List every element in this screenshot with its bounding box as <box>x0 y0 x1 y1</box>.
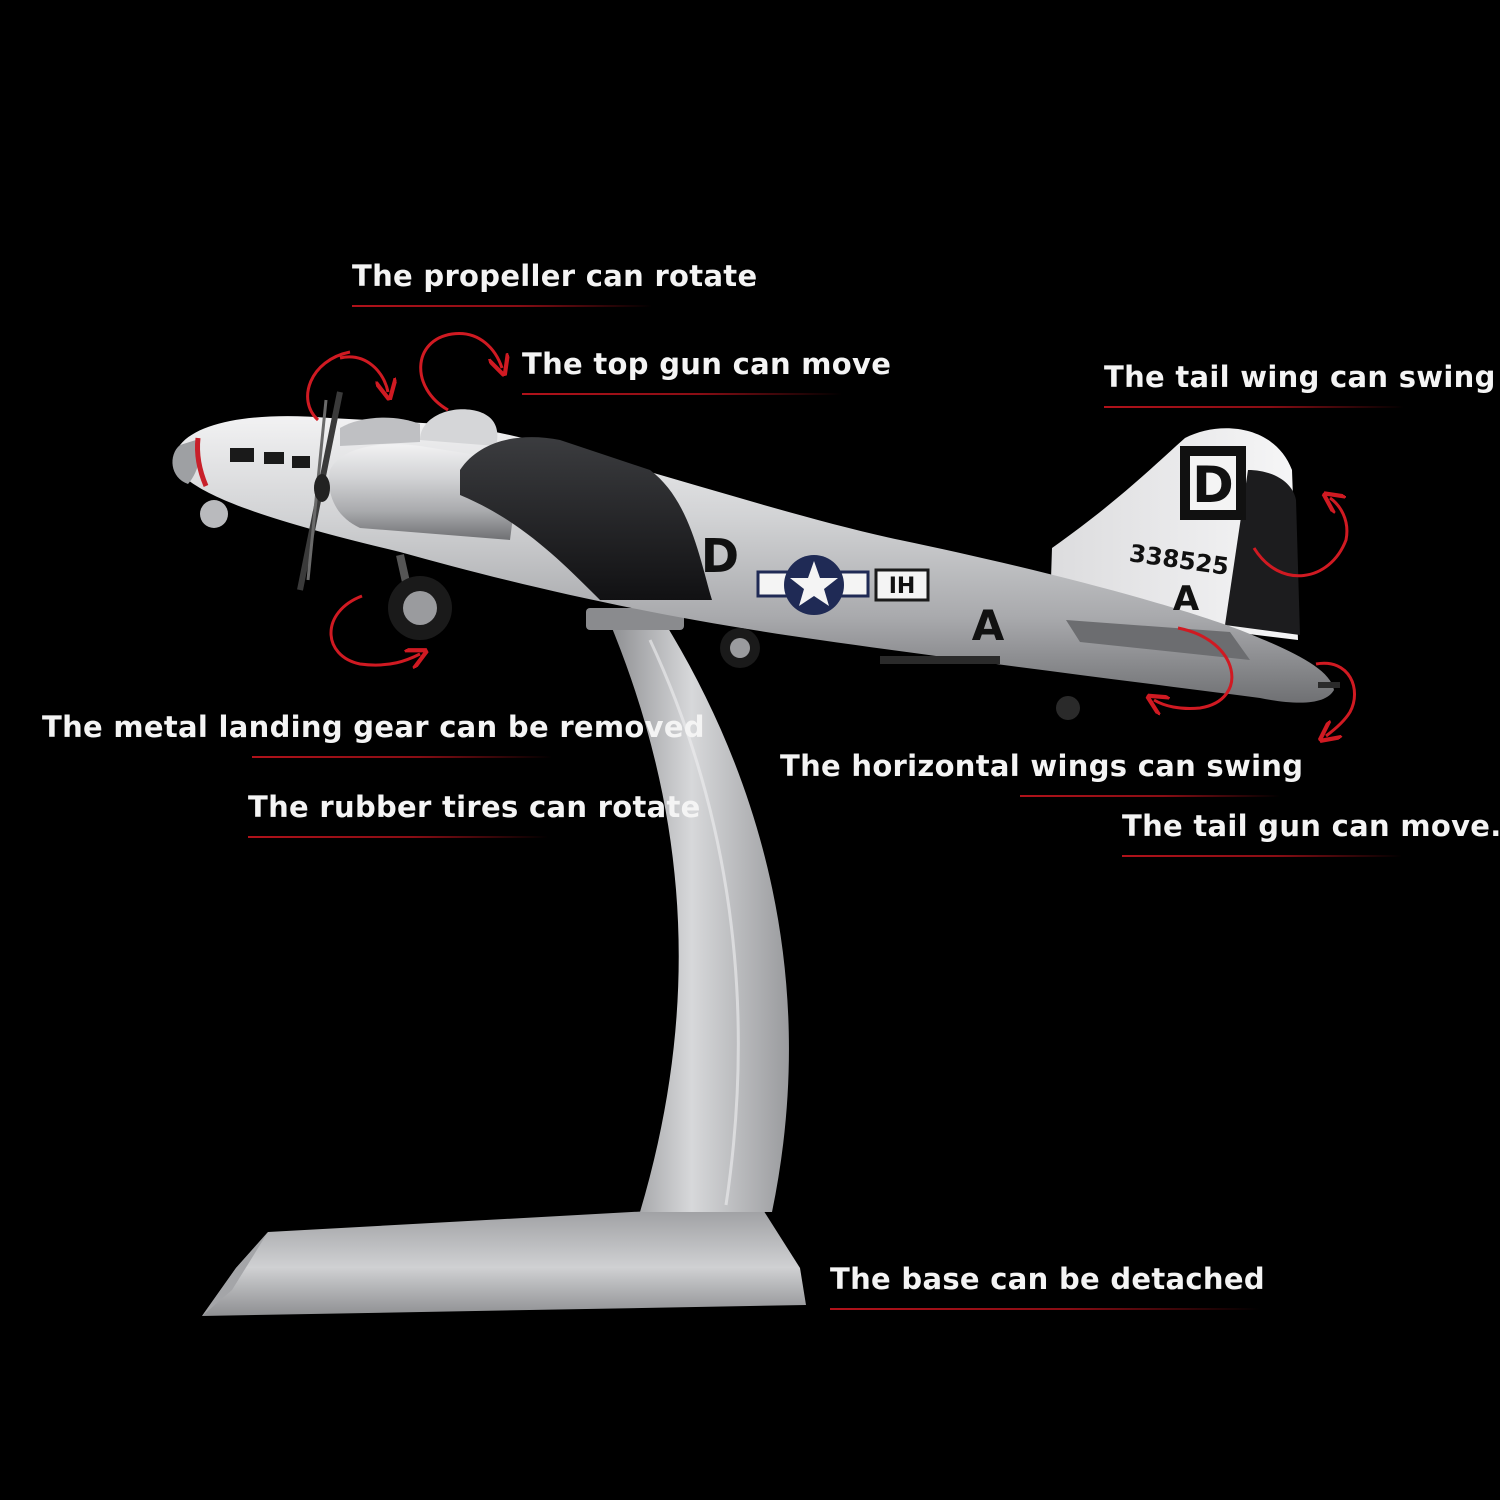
stand-arm <box>612 628 789 1212</box>
callout-propeller-text: The propeller can rotate <box>352 259 758 293</box>
callout-underline <box>352 305 652 307</box>
callout-underline <box>830 1308 1260 1310</box>
arrow-top-gun <box>419 332 502 412</box>
callout-top-gun-text: The top gun can move <box>522 347 892 381</box>
callout-tail-gun-text: The tail gun can move. <box>1122 809 1500 843</box>
callout-rubber-tires-text: The rubber tires can rotate <box>248 790 701 824</box>
tail-letter: D <box>1192 456 1234 514</box>
fuselage-letter-d: D <box>701 529 739 583</box>
arrow-tail-wing <box>1252 498 1349 578</box>
callout-underline <box>1104 406 1404 408</box>
arrow-propeller <box>306 350 388 422</box>
callout-base-text: The base can be detached <box>830 1262 1265 1296</box>
stand-base <box>202 1205 806 1316</box>
arrow-tail-gun <box>1316 661 1356 736</box>
callout-tail-wing-text: The tail wing can swing <box>1104 360 1496 394</box>
callout-base: The base can be detached <box>830 1262 1265 1310</box>
callout-horizontal-wings: The horizontal wings can swing <box>780 749 1304 797</box>
fuselage-code: IH <box>889 574 916 599</box>
callout-underline <box>522 393 842 395</box>
callout-tail-wing: The tail wing can swing <box>1104 360 1496 408</box>
arrow-landing-gear <box>329 594 420 665</box>
arrow-horizontal-wing <box>1154 626 1234 709</box>
callout-underline <box>1122 855 1402 857</box>
callout-underline <box>1020 795 1280 797</box>
horizontal-stabilizer <box>1066 620 1250 660</box>
callout-rubber-tires: The rubber tires can rotate <box>248 790 701 838</box>
callout-underline <box>252 756 552 758</box>
callout-underline <box>248 836 548 838</box>
callout-top-gun: The top gun can move <box>522 347 892 395</box>
main-wing <box>460 437 712 600</box>
callout-landing-gear: The metal landing gear can be removed <box>42 710 705 758</box>
callout-tail-gun: The tail gun can move. <box>1122 809 1500 857</box>
stand-cradle <box>586 608 684 630</box>
b17-model: IH D A D 338525 A <box>172 391 1340 720</box>
callout-landing-gear-text: The metal landing gear can be removed <box>42 710 705 744</box>
callout-horizontal-wings-text: The horizontal wings can swing <box>780 749 1304 783</box>
tail-sub-letter: A <box>1173 579 1200 619</box>
fuselage-letter-a: A <box>972 601 1005 650</box>
rotation-arrows <box>306 332 1356 736</box>
callout-propeller: The propeller can rotate <box>352 259 758 307</box>
